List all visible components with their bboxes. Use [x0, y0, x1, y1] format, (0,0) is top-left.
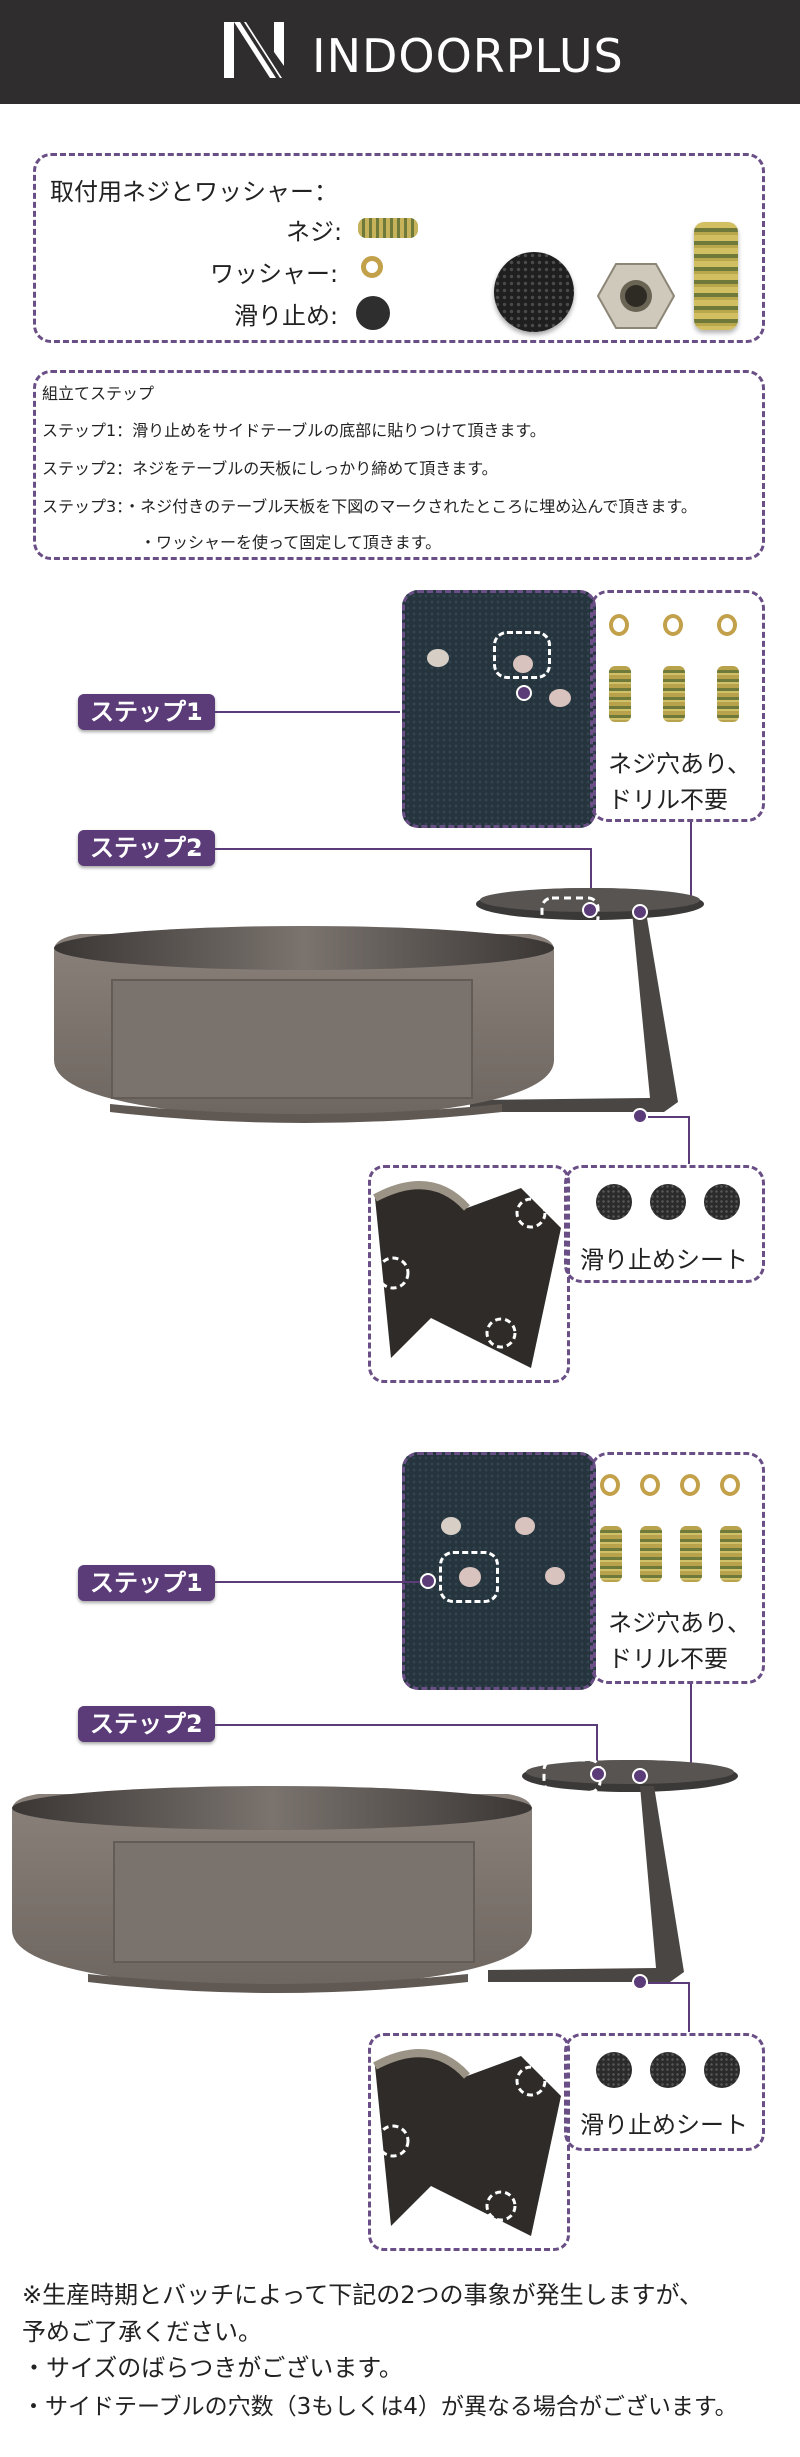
- connector-line: [688, 1982, 690, 2032]
- anti-slip-pad-icon: [596, 1184, 632, 1220]
- tabletop-underside-photo: [402, 590, 596, 828]
- tabletop-underside-photo: [402, 1452, 596, 1690]
- marker-dot: [632, 904, 648, 920]
- washer-icon: [640, 1474, 660, 1496]
- marker-dot: [582, 902, 598, 918]
- washer-icon: [361, 256, 383, 278]
- hole-text-line2: ドリル不要: [608, 1645, 728, 1673]
- hole-text-line1: ネジ穴あり、: [608, 1609, 752, 1637]
- parts-title: 取付用ネジとワッシャー：: [50, 178, 338, 206]
- connector-line: [648, 1982, 688, 1984]
- washer-icon: [720, 1474, 740, 1496]
- connector-line: [690, 1684, 692, 1780]
- marker-dot: [590, 1766, 606, 1782]
- washer-icon: [717, 614, 737, 636]
- step3-text: ステップ3：・ネジ付きのテーブル天板を下図のマークされたところに埋め込んで頂きま…: [42, 497, 697, 516]
- hex-nut-photo: [596, 263, 676, 329]
- screw-icon: [640, 1526, 662, 1582]
- footer-bullet2: ・サイドテーブルの穴数（3もしくは4）が異なる場合がございます。: [22, 2394, 738, 2420]
- screw-icon: [358, 218, 418, 238]
- washer-icon: [680, 1474, 700, 1496]
- screw-icon: [720, 1526, 742, 1582]
- assembly-steps-box: [33, 370, 765, 560]
- step1-label: ステップ1: [78, 694, 215, 730]
- connector-line: [648, 1116, 688, 1118]
- screw-icon: [609, 666, 631, 722]
- anti-slip-pad-icon: [704, 1184, 740, 1220]
- header-bar: INDOORPLUS: [0, 0, 800, 104]
- connector-line: [188, 848, 590, 850]
- connector-line: [188, 1724, 596, 1726]
- step2-label: ステップ2: [78, 830, 215, 866]
- pad-sheet-text: 滑り止めシート: [580, 1246, 748, 1274]
- connector-line: [688, 1116, 690, 1164]
- washer-icon: [663, 614, 683, 636]
- anti-slip-pad-icon: [356, 296, 390, 330]
- coffee-table-illustration: [54, 888, 704, 1123]
- step1-label: ステップ1: [78, 1565, 215, 1601]
- coffee-table-illustration: [12, 1758, 738, 1993]
- hardware-panel: [590, 590, 765, 822]
- brand-name: INDOORPLUS: [312, 29, 624, 83]
- footer-note-line1: ※生産時期とバッチによって下記の2つの事象が発生しますが、: [22, 2281, 703, 2309]
- hole-text-line1: ネジ穴あり、: [608, 750, 752, 778]
- anti-slip-pad-icon: [596, 2052, 632, 2088]
- step3-sub-text: ・ワッシャーを使って固定して頂きます。: [140, 533, 442, 552]
- anti-slip-pad-icon: [650, 2052, 686, 2088]
- bracket-underside-photo: [368, 2033, 570, 2251]
- connector-line: [590, 848, 592, 902]
- connector-line: [188, 1581, 420, 1583]
- step1-text: ステップ1：滑り止めをサイドテーブルの底部に貼りつけて頂きます。: [42, 421, 546, 440]
- screw-icon: [680, 1526, 702, 1582]
- marker-dot: [632, 1974, 648, 1990]
- marker-dot: [632, 1108, 648, 1124]
- screw-label: ネジ:: [286, 218, 343, 246]
- hardware-panel: [590, 1452, 765, 1684]
- anti-slip-pad-icon: [650, 1184, 686, 1220]
- logo-n-mark-icon: [224, 22, 284, 78]
- marker-dot: [516, 685, 532, 701]
- bracket-underside-photo: [368, 1165, 570, 1383]
- washer-label: ワッシャー:: [210, 260, 339, 288]
- marker-dot: [632, 1768, 648, 1784]
- pad-panel: [564, 2033, 765, 2151]
- pad-sheet-text: 滑り止めシート: [580, 2111, 748, 2139]
- screw-icon: [600, 1526, 622, 1582]
- connector-line: [596, 1724, 598, 1774]
- step2-text: ステップ2：ネジをテーブルの天板にしっかり締めて頂きます。: [42, 459, 498, 478]
- connector-line: [690, 822, 692, 906]
- screw-photo: [694, 222, 738, 330]
- steps-title: 組立てステップ: [42, 384, 155, 403]
- pad-panel: [564, 1165, 765, 1283]
- footer-note-line2: 予めご了承ください。: [22, 2318, 262, 2346]
- footer-bullet1: ・サイズのばらつきがございます。: [22, 2354, 403, 2382]
- anti-slip-pad-photo: [494, 252, 574, 332]
- step2-label: ステップ2: [78, 1706, 215, 1742]
- connector-line: [188, 711, 400, 713]
- anti-slip-pad-icon: [704, 2052, 740, 2088]
- screw-icon: [717, 666, 739, 722]
- hole-text-line2: ドリル不要: [608, 786, 728, 814]
- screw-icon: [663, 666, 685, 722]
- pad-label: 滑り止め:: [234, 302, 339, 330]
- washer-icon: [609, 614, 629, 636]
- washer-icon: [600, 1474, 620, 1496]
- parts-box: [33, 153, 765, 343]
- marker-dot: [420, 1573, 436, 1589]
